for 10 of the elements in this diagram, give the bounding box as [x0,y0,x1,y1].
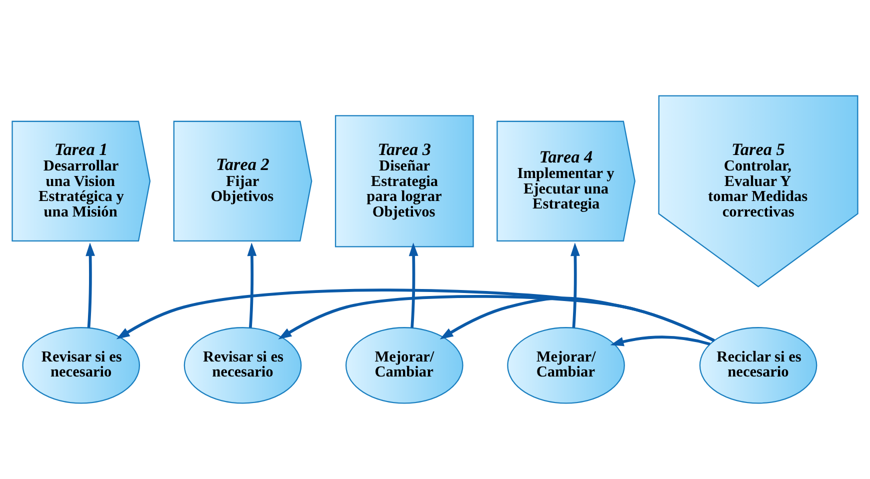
arrow [570,242,580,328]
arrow [610,336,710,346]
arrow [116,288,715,342]
node-ellipse: Reciclar si es necesario [699,327,818,404]
arrow [86,242,95,328]
arrow [440,296,715,342]
arrow [408,242,418,328]
arrow [247,242,257,328]
arrow [278,295,715,342]
node-box: Tarea 3 Diseñar Estrategia para lograr Objetivos [334,115,474,248]
